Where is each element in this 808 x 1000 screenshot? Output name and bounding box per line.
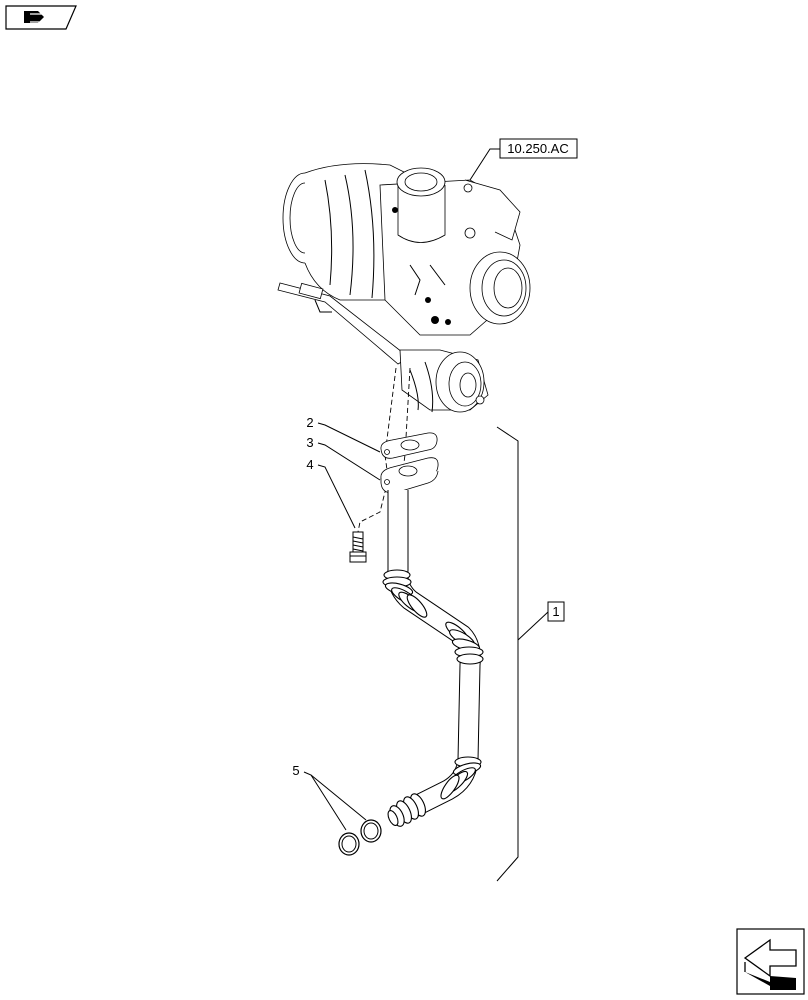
reference-label: 10.250.AC bbox=[507, 141, 568, 156]
assembly-label: 1 bbox=[552, 604, 559, 619]
next-page-arrow-icon[interactable] bbox=[736, 928, 805, 995]
page-nav-arrow-icon[interactable] bbox=[5, 5, 77, 30]
gasket-drawing bbox=[380, 432, 438, 459]
callout-4[interactable]: 4 bbox=[306, 457, 356, 529]
turbocharger-drawing bbox=[277, 163, 531, 413]
reference-callout[interactable]: 10.250.AC bbox=[469, 138, 578, 181]
callout-2[interactable]: 2 bbox=[306, 415, 381, 453]
bolt-drawing bbox=[349, 531, 367, 563]
oil-return-pipe-drawing bbox=[382, 490, 484, 827]
o-rings-drawing bbox=[338, 819, 382, 856]
callout-3[interactable]: 3 bbox=[306, 435, 381, 481]
callout-5-label: 5 bbox=[292, 763, 299, 778]
callout-2-label: 2 bbox=[306, 415, 313, 430]
callout-4-label: 4 bbox=[306, 457, 313, 472]
pipe-flange-drawing bbox=[380, 457, 439, 494]
callout-3-label: 3 bbox=[306, 435, 313, 450]
callout-5[interactable]: 5 bbox=[292, 763, 367, 831]
assembly-bracket[interactable]: 1 bbox=[496, 426, 565, 882]
